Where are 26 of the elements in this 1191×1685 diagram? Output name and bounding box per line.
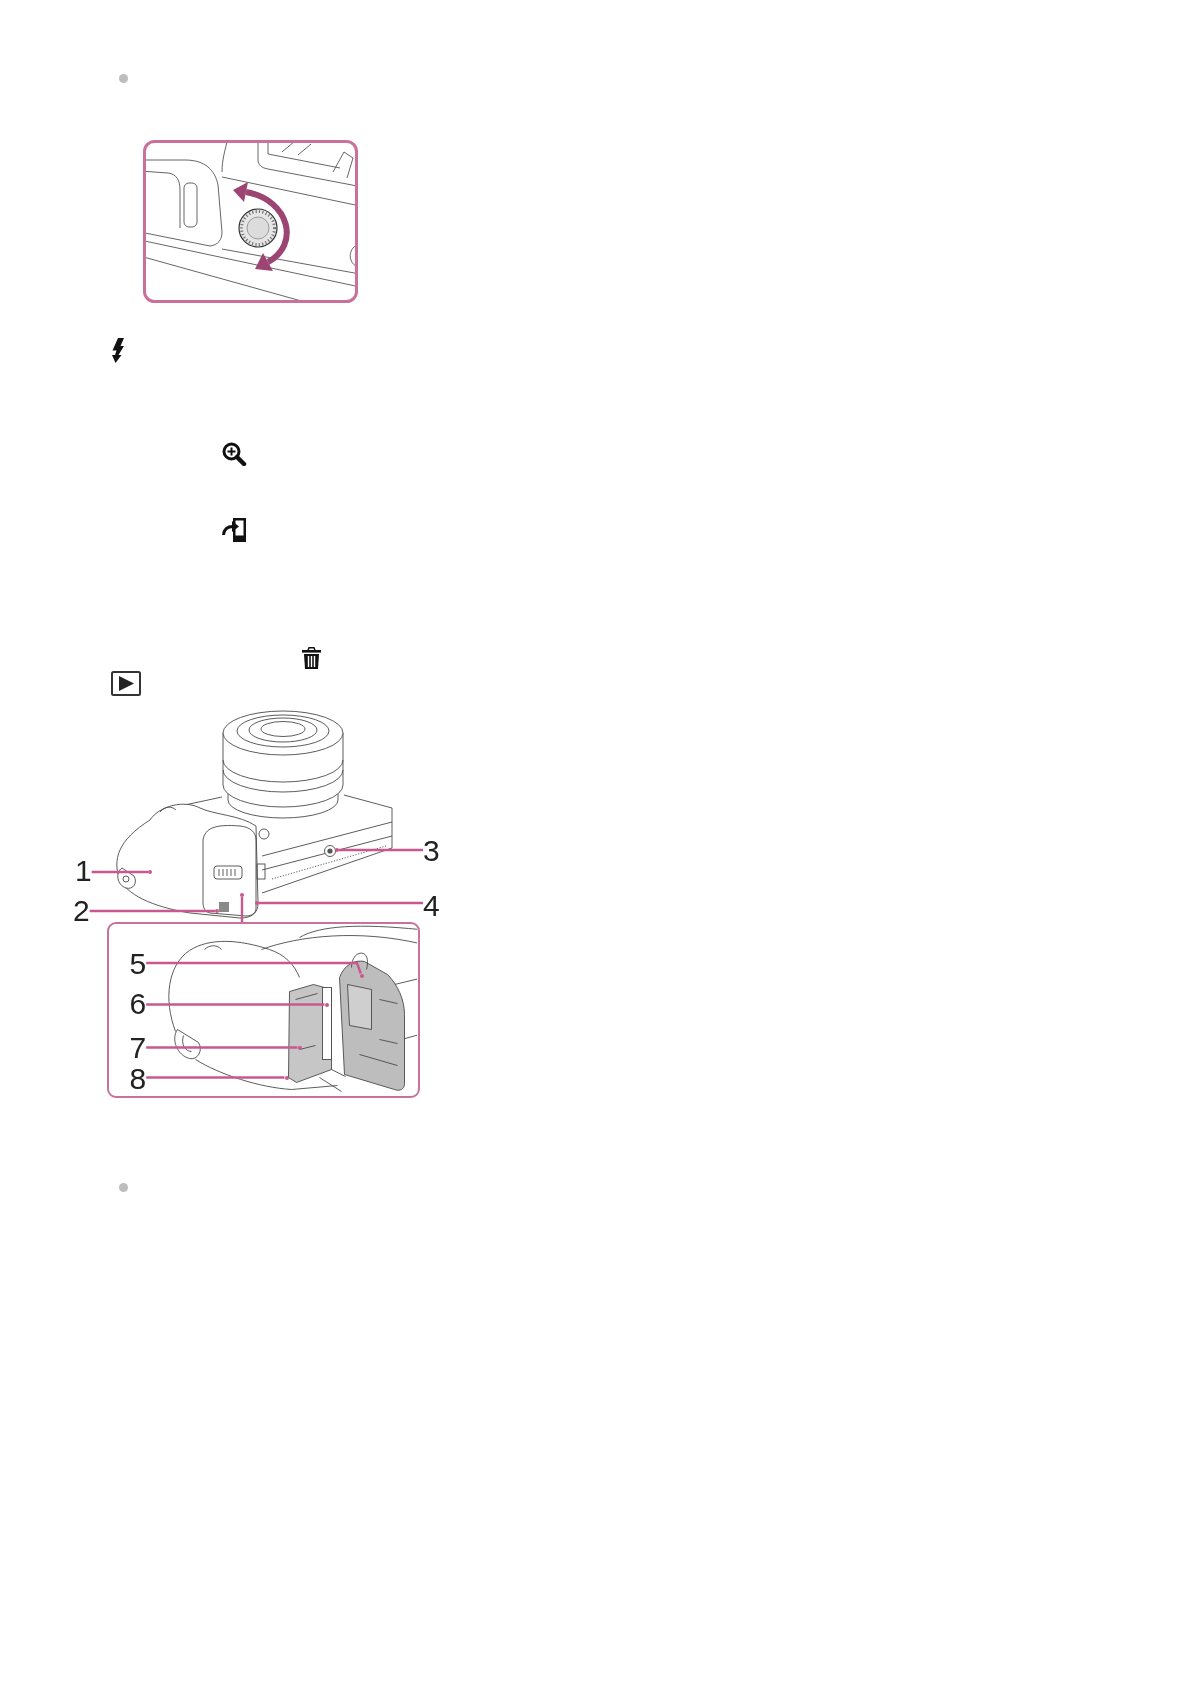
leader-dot-icon [215, 909, 219, 913]
leader-line [146, 1003, 325, 1006]
callout-number: 7 [129, 1032, 147, 1063]
callout-number: 1 [75, 856, 92, 886]
leader-line [146, 961, 362, 974]
leader-line [146, 1076, 285, 1079]
callout-number: 6 [129, 988, 147, 1019]
leader-dot-icon [324, 1002, 329, 1007]
leader-line [339, 848, 423, 852]
leader-line [91, 870, 148, 874]
leader-dot-icon [297, 1045, 302, 1050]
leader-line [146, 1046, 298, 1049]
leader-dot-icon [148, 870, 152, 874]
leader-line [89, 909, 215, 913]
callout-number: 5 [129, 948, 147, 979]
leader-dot-icon [240, 893, 244, 897]
leader-line [259, 901, 423, 905]
callout-number: 4 [423, 891, 440, 921]
leader-line [240, 897, 244, 922]
callout-number: 3 [423, 836, 440, 866]
leader-dot-icon [335, 848, 339, 852]
leader-dot-icon [255, 901, 259, 905]
leader-dot-icon [284, 1075, 289, 1080]
callout-number: 8 [129, 1063, 147, 1094]
leader-dot-icon [359, 973, 364, 978]
callout-number: 2 [73, 896, 90, 926]
